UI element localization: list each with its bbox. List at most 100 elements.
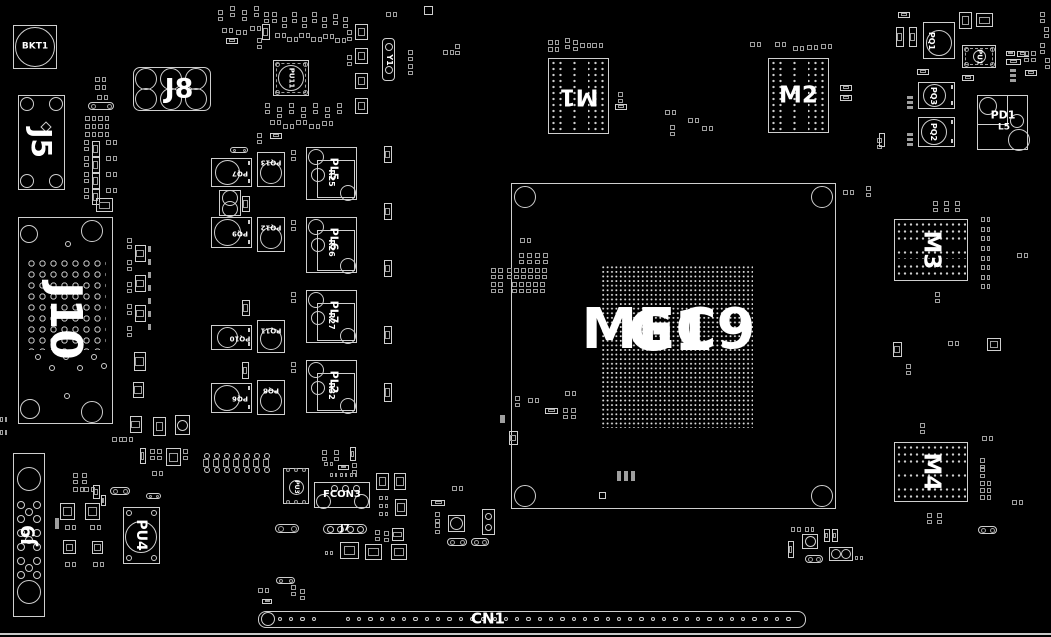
ref-label: M3 xyxy=(918,230,945,270)
component-PQ2[interactable]: PQ2 xyxy=(918,117,955,147)
part-outline xyxy=(384,146,392,163)
pad xyxy=(256,26,261,31)
component-CN1[interactable]: CN1 xyxy=(258,611,806,628)
pad xyxy=(91,116,96,121)
smd-part-rh xyxy=(98,132,109,137)
pad-circle xyxy=(216,327,238,348)
smd-part-rh xyxy=(340,473,347,477)
pad-circle xyxy=(33,515,41,523)
component-outline xyxy=(306,290,357,343)
pad xyxy=(84,178,89,183)
component-M3[interactable]: M3 xyxy=(894,219,968,281)
component-PQ1[interactable]: PQ1 xyxy=(923,22,955,59)
smd-part-lh xyxy=(615,104,627,110)
component-M2[interactable]: M2 xyxy=(768,58,829,133)
component-PU3[interactable]: PU3 xyxy=(283,468,309,504)
pad-circle xyxy=(101,363,107,369)
pad xyxy=(458,486,463,491)
smd-part-rh xyxy=(981,217,990,222)
pad xyxy=(264,12,269,17)
component-PQ8[interactable]: PQ8 xyxy=(257,380,285,415)
part-label-box xyxy=(340,466,347,468)
part-label-box xyxy=(833,532,836,539)
pad xyxy=(813,45,818,50)
pad xyxy=(264,18,269,23)
part-outline xyxy=(898,12,910,18)
pad xyxy=(491,268,496,273)
component-PQ11[interactable]: PQ11 xyxy=(257,320,285,353)
part-outline xyxy=(896,27,904,47)
pad xyxy=(980,481,985,486)
pad xyxy=(981,227,985,232)
component-M4[interactable]: M4 xyxy=(894,442,968,502)
part-label-box xyxy=(368,548,379,556)
component-PQ10[interactable]: PQ10 xyxy=(211,325,252,350)
pad-circle xyxy=(811,485,833,507)
pad xyxy=(85,124,90,129)
component-J9[interactable]: J9 xyxy=(13,453,45,617)
pad-circle xyxy=(290,525,297,532)
pad-circle xyxy=(81,401,103,423)
part-outline xyxy=(431,500,445,506)
component-PQ9[interactable]: PQ9 xyxy=(211,217,252,248)
part-outline xyxy=(63,540,76,554)
pad xyxy=(526,282,531,287)
component-J5[interactable]: J5 xyxy=(18,95,65,190)
smd-part-rh xyxy=(0,430,7,435)
smd-part-rv xyxy=(528,268,533,279)
component-Y1[interactable]: Y1 xyxy=(382,38,395,81)
part-outline xyxy=(338,465,349,470)
component-outline xyxy=(258,611,806,628)
pad xyxy=(435,523,440,528)
pad-circle xyxy=(274,89,280,95)
smd-part-rv xyxy=(571,408,576,419)
pad xyxy=(694,118,699,123)
smd-part-rv xyxy=(291,292,296,303)
pad xyxy=(302,120,307,125)
component-J7[interactable]: J7 xyxy=(323,524,367,534)
component-outline xyxy=(211,158,252,187)
pad xyxy=(84,172,89,177)
part-outline xyxy=(384,260,392,277)
component-PU11[interactable]: PU11 xyxy=(273,60,309,96)
part-outline xyxy=(350,447,356,461)
component-PQ12[interactable]: PQ12 xyxy=(257,217,285,252)
smd-part-lh xyxy=(431,500,445,506)
pad xyxy=(535,274,540,279)
pad xyxy=(384,531,389,536)
pad xyxy=(386,12,391,17)
component-PQ7[interactable]: PQ7 xyxy=(211,158,252,187)
component-J10[interactable]: J10 xyxy=(18,217,113,424)
pad xyxy=(986,246,990,251)
pad xyxy=(106,172,111,177)
component-M1[interactable]: M1 xyxy=(548,58,609,134)
component-J8[interactable]: J8 xyxy=(133,67,211,111)
pad xyxy=(317,37,322,42)
component-FCON3[interactable]: FCON3 xyxy=(314,482,370,509)
smd-part-rv xyxy=(375,530,380,541)
component-PQ3[interactable]: PQ3 xyxy=(918,82,955,109)
smd-part-rh xyxy=(322,121,333,126)
pad xyxy=(291,368,296,373)
pad xyxy=(631,471,635,481)
ref-label: M2 xyxy=(779,82,818,108)
pad xyxy=(1012,500,1017,505)
component-BKT1[interactable]: BKT1 xyxy=(13,25,57,69)
component-PQ6[interactable]: PQ6 xyxy=(211,383,252,413)
component-PU1[interactable]: PU1 xyxy=(962,45,996,68)
component-PU4[interactable]: PU4 xyxy=(123,507,160,564)
part-outline xyxy=(545,408,558,414)
ref-label: PQ12 xyxy=(260,223,282,232)
pad xyxy=(515,402,520,407)
part-label-box xyxy=(93,177,98,185)
component-PQ13[interactable]: PQ13 xyxy=(257,152,285,187)
pad xyxy=(542,268,547,273)
part-label-box xyxy=(243,459,249,467)
